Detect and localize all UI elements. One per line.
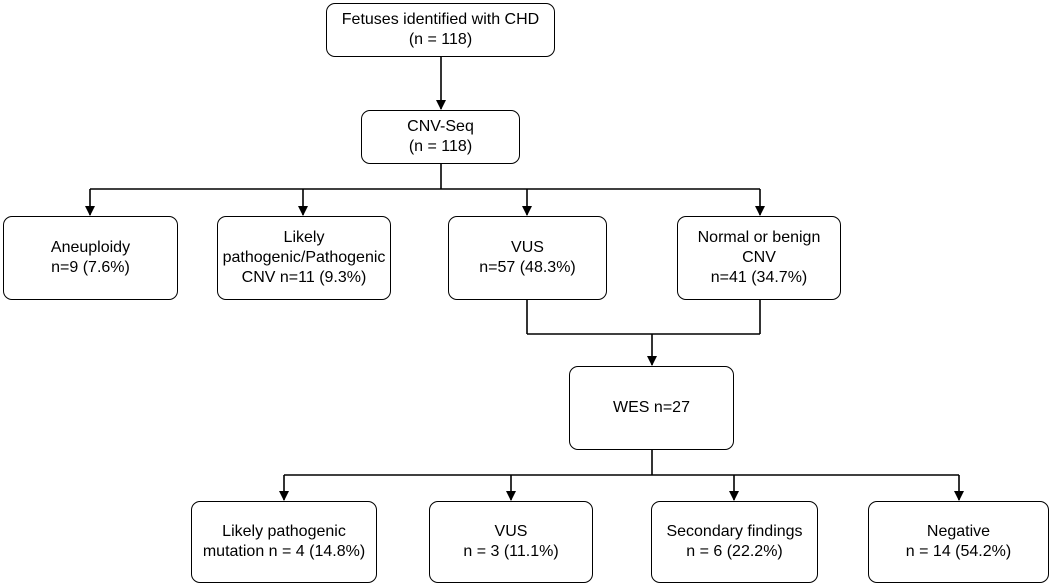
node-label: Likely pathogenic [222,523,346,540]
node-normal-benign: Normal or benign CNV n=41 (34.7%) [677,216,841,300]
node-label: pathogenic/Pathogenic [222,249,386,266]
node-count: n = 6 (22.2%) [686,543,783,560]
node-count: CNV n=11 (9.3%) [241,269,367,286]
node-count: n=57 (48.3%) [479,259,576,276]
node-pathogenic-cnv: Likely pathogenic/Pathogenic CNV n=11 (9… [217,216,391,300]
node-likely-pathogenic-mutation: Likely pathogenic mutation n = 4 (14.8%) [191,501,377,583]
node-label: CNV-Seq [407,118,474,135]
node-label: WES n=27 [613,399,690,416]
node-label: Normal or benign [697,229,821,246]
node-count: n = 3 (11.1%) [463,543,559,560]
node-count: n=41 (34.7%) [710,269,808,286]
node-label: VUS [494,523,528,540]
node-secondary-findings: Secondary findings n = 6 (22.2%) [651,501,818,583]
node-count: mutation n = 4 (14.8%) [202,543,366,560]
node-label: Negative [926,523,991,540]
node-fetuses-chd: Fetuses identified with CHD (n = 118) [326,3,555,57]
node-cnv-seq: CNV-Seq (n = 118) [361,110,520,164]
node-vus-wes: VUS n = 3 (11.1%) [429,501,593,583]
node-label: Aneuploidy [50,239,131,256]
node-count: (n = 118) [408,138,473,155]
node-label: Likely [283,229,325,246]
node-count: (n = 118) [408,31,473,48]
node-label: CNV [742,249,776,266]
node-negative: Negative n = 14 (54.2%) [868,501,1049,583]
node-wes: WES n=27 [569,366,734,450]
node-count: n = 14 (54.2%) [905,543,1012,560]
node-vus-cnv: VUS n=57 (48.3%) [448,216,607,300]
node-count: n=9 (7.6%) [51,259,130,276]
node-aneuploidy: Aneuploidy n=9 (7.6%) [3,216,178,300]
node-label: Secondary findings [666,523,803,540]
node-label: Fetuses identified with CHD [341,11,540,28]
node-label: VUS [511,239,544,256]
